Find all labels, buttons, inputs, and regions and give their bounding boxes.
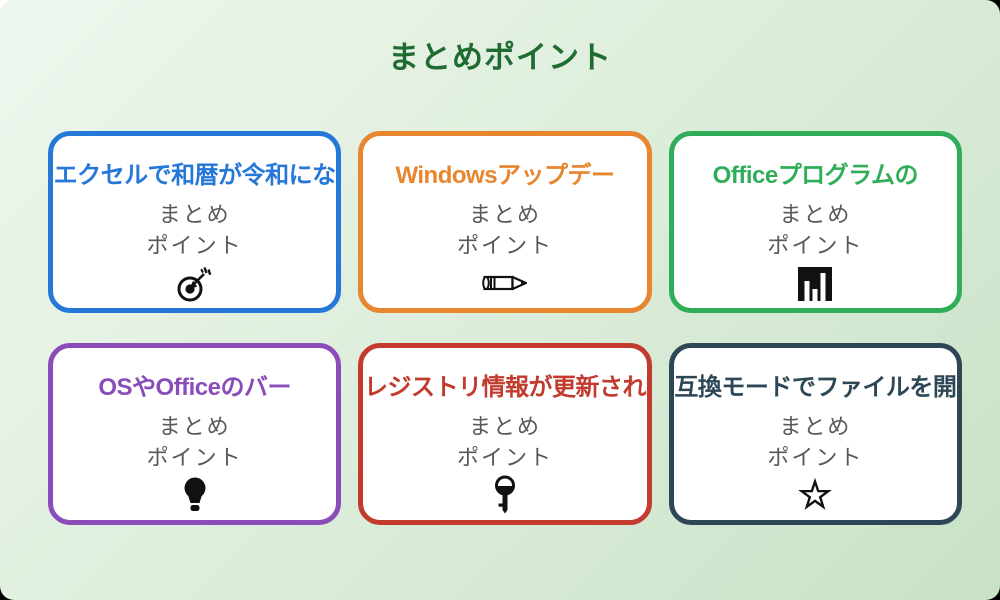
card-office-program[interactable]: Officeプログラムの まとめ ポイント [668, 131, 962, 313]
lightbulb-icon [182, 474, 208, 516]
card-title: Officeプログラムの [712, 162, 919, 189]
card-subtext-line1: まとめ [158, 414, 231, 439]
card-excel-reiwa[interactable]: エクセルで和暦が令和にな まとめ ポイント [48, 131, 342, 313]
building-bars-icon [793, 262, 837, 304]
card-title: 互換モードでファイルを開 [674, 374, 957, 401]
card-subtext-line2: ポイント [456, 445, 553, 471]
card-subtext-line2: ポイント [456, 233, 553, 259]
card-grid: エクセルで和暦が令和にな まとめ ポイント Windowsアップデー [0, 77, 1000, 525]
card-title: レジストリ情報が更新され [363, 374, 647, 401]
card-subtext-line2: ポイント [146, 233, 243, 259]
key-icon [493, 474, 517, 516]
card-subtext-line2: ポイント [767, 233, 864, 259]
star-icon [797, 474, 833, 516]
card-subtext: まとめ ポイント [767, 199, 863, 261]
card-registry-update[interactable]: レジストリ情報が更新され まとめ ポイント [358, 343, 652, 525]
card-subtext-line1: まとめ [779, 414, 852, 439]
card-title: エクセルで和暦が令和にな [53, 162, 337, 189]
card-subtext: まとめ ポイント [457, 411, 553, 473]
card-title: OSやOfficeのバー [98, 374, 292, 401]
page-title: まとめポイント [388, 40, 612, 75]
card-compatibility-mode[interactable]: 互換モードでファイルを開 まとめ ポイント [668, 343, 962, 525]
card-subtext: まとめ ポイント [147, 199, 243, 261]
card-subtext-line1: まとめ [468, 202, 541, 227]
card-subtext: まとめ ポイント [767, 411, 863, 473]
card-subtext-line1: まとめ [158, 202, 231, 227]
card-windows-update[interactable]: Windowsアップデー まとめ ポイント [358, 131, 652, 313]
card-subtext: まとめ ポイント [457, 199, 553, 261]
card-os-office-bar[interactable]: OSやOfficeのバー まとめ ポイント [48, 343, 342, 525]
card-subtext-line1: まとめ [468, 414, 541, 439]
dart-target-icon [176, 262, 214, 304]
card-title: Windowsアップデー [395, 162, 615, 189]
card-subtext-line2: ポイント [767, 445, 864, 471]
card-subtext-line1: まとめ [779, 202, 852, 227]
pencil-icon [482, 262, 528, 304]
card-subtext: まとめ ポイント [147, 411, 243, 473]
card-subtext-line2: ポイント [146, 445, 243, 471]
